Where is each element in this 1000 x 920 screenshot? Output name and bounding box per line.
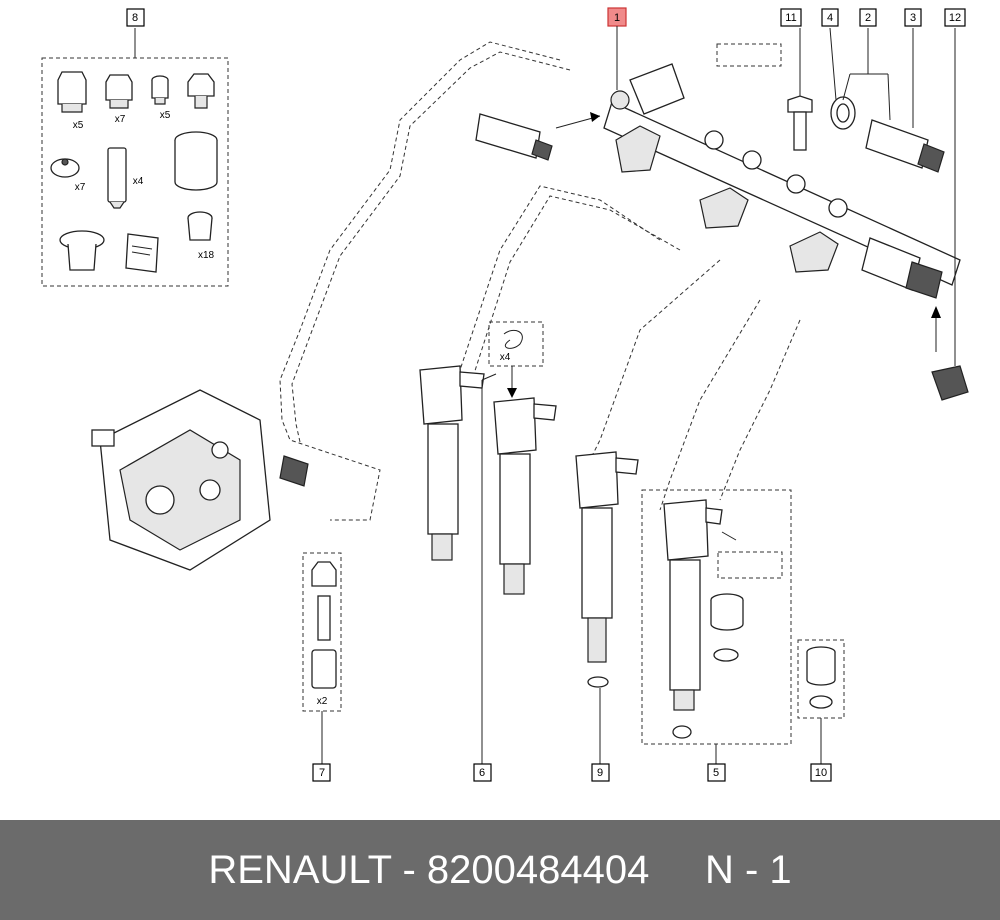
callout-7[interactable]: 7 <box>312 763 331 782</box>
svg-text:6: 6 <box>479 767 485 779</box>
kit-6-frame <box>488 321 544 367</box>
label-placeholder-top <box>716 43 782 67</box>
svg-text:10: 10 <box>815 767 827 779</box>
fuel-rail-assembly <box>603 63 961 299</box>
bolt-head-part-icon <box>187 73 215 109</box>
injector-9-part <box>575 451 639 764</box>
clip-part-icon <box>50 158 80 178</box>
injector-6a-part <box>419 365 485 561</box>
nut-part-icon <box>57 71 87 113</box>
pressure-sensor-part-3 <box>842 28 945 173</box>
kit-8-nut-qty: x5 <box>73 120 84 131</box>
svg-text:5: 5 <box>713 767 719 779</box>
svg-text:11: 11 <box>785 12 796 24</box>
stud-part-icon <box>107 147 127 209</box>
bolt-part-11 <box>787 28 813 151</box>
callout-8[interactable]: 8 <box>126 8 145 27</box>
bushing-part-icon <box>59 230 105 271</box>
kit-8-seal-qty: x18 <box>198 250 215 261</box>
kit-5-group <box>641 489 792 764</box>
callout-5[interactable]: 5 <box>707 763 726 782</box>
high-pressure-pipes <box>279 41 801 521</box>
plug-part-icon <box>151 75 169 105</box>
seal-washer-part-icon <box>187 211 213 241</box>
kit-6-qty: x4 <box>500 352 511 363</box>
callout-4[interactable]: 4 <box>821 8 839 27</box>
kit-8-clip-qty: x7 <box>75 182 86 193</box>
callout-9[interactable]: 9 <box>591 763 610 782</box>
kit-8-stud-qty: x4 <box>133 176 144 187</box>
kit-10-group <box>797 639 845 764</box>
rail-pressure-sensor-part <box>475 112 601 161</box>
callout-12[interactable]: 12 <box>944 8 966 27</box>
sealing-washer-part-4 <box>829 27 856 130</box>
label-placeholder-injector <box>717 551 783 579</box>
callout-11[interactable]: 11 <box>780 8 802 27</box>
kit-7-group: x2 <box>302 552 342 764</box>
svg-text:9: 9 <box>597 767 603 779</box>
part-caption: RENAULT - 8200484404 N - 1 <box>208 847 792 892</box>
protective-cap-part-12 <box>931 28 969 401</box>
injector-6b-part <box>493 397 557 595</box>
callout-2[interactable]: 2 <box>859 8 877 27</box>
callout-10[interactable]: 10 <box>810 763 832 782</box>
svg-text:1: 1 <box>614 12 620 24</box>
kit-8-cap-qty: x7 <box>115 114 126 125</box>
callout-1[interactable]: 1 <box>607 7 627 90</box>
svg-text:2: 2 <box>865 12 871 24</box>
svg-text:8: 8 <box>132 12 138 24</box>
sleeve-part-icon <box>174 131 218 191</box>
part-caption-bar: RENAULT - 8200484404 N - 1 <box>0 820 1000 920</box>
svg-text:4: 4 <box>827 12 833 24</box>
callout-3[interactable]: 3 <box>904 8 922 27</box>
svg-text:12: 12 <box>949 12 961 24</box>
parts-diagram: x5 x7 x5 x7 x4 <box>41 7 969 782</box>
kit-8-plug-qty: x5 <box>160 110 171 121</box>
svg-text:7: 7 <box>319 767 325 779</box>
kit-8-group: x5 x7 x5 x7 x4 <box>41 28 229 287</box>
notice-booklet-icon <box>125 233 159 273</box>
callout-6[interactable]: 6 <box>473 763 492 782</box>
cap-part-icon <box>105 74 133 109</box>
kit-7-qty: x2 <box>317 696 328 707</box>
svg-text:3: 3 <box>910 12 916 24</box>
kit-6-group: x4 <box>481 321 544 764</box>
high-pressure-pump-part <box>91 389 309 571</box>
